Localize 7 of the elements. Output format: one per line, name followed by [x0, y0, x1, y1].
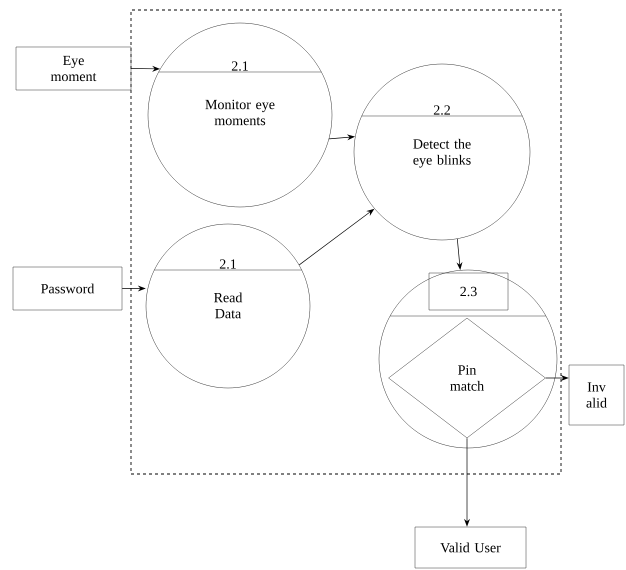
entity-box: Eye moment: [16, 46, 132, 90]
system-boundary: [130, 10, 562, 474]
label-box: 2.3: [428, 272, 508, 310]
entity-box: Inv alid: [568, 364, 624, 426]
process-circle: [378, 270, 558, 448]
entity-box: Password: [12, 266, 122, 310]
entity-box: Valid User: [414, 526, 526, 568]
